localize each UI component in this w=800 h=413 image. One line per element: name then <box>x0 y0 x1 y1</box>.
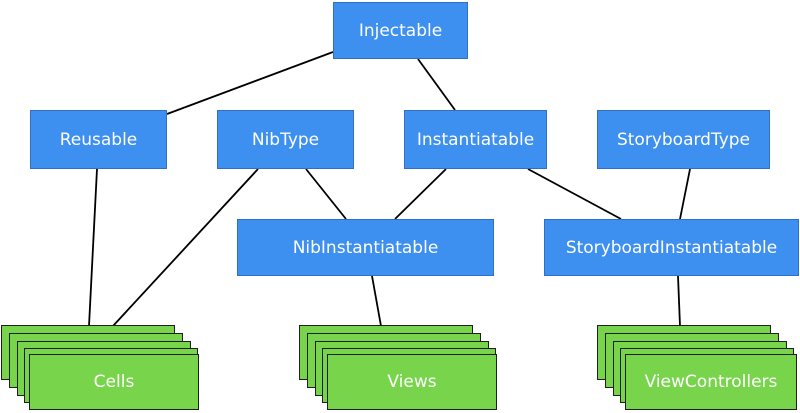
edge-nibtype-nibinstantiatable <box>305 168 347 220</box>
edge-storyboardtype-storyboardinstantiatable <box>679 168 691 220</box>
edge-reusable-cells <box>88 168 98 327</box>
edge-nibtype-cells <box>112 168 259 327</box>
node-reusable: Reusable <box>30 110 167 169</box>
edge-nibinstantiatable-views <box>371 275 382 327</box>
edge-storyboardinstantiatable-viewcontrollers <box>677 275 681 327</box>
node-storyboardinstantiatable: StoryboardInstantiatable <box>544 219 799 276</box>
node-views: Views <box>327 354 497 410</box>
node-viewcontrollers: ViewControllers <box>625 354 797 410</box>
edge-injectable-reusable <box>166 51 334 115</box>
node-nibtype: NibType <box>217 110 354 169</box>
node-injectable: Injectable <box>333 2 468 59</box>
edge-instantiatable-storyboardinstantiatable <box>527 168 622 220</box>
node-storyboardtype: StoryboardType <box>597 110 770 169</box>
edge-instantiatable-nibinstantiatable <box>394 168 447 220</box>
node-cells: Cells <box>29 354 199 410</box>
edge-injectable-instantiatable <box>417 58 456 111</box>
node-instantiatable: Instantiatable <box>404 110 547 169</box>
node-nibinstantiatable: NibInstantiatable <box>237 219 494 276</box>
